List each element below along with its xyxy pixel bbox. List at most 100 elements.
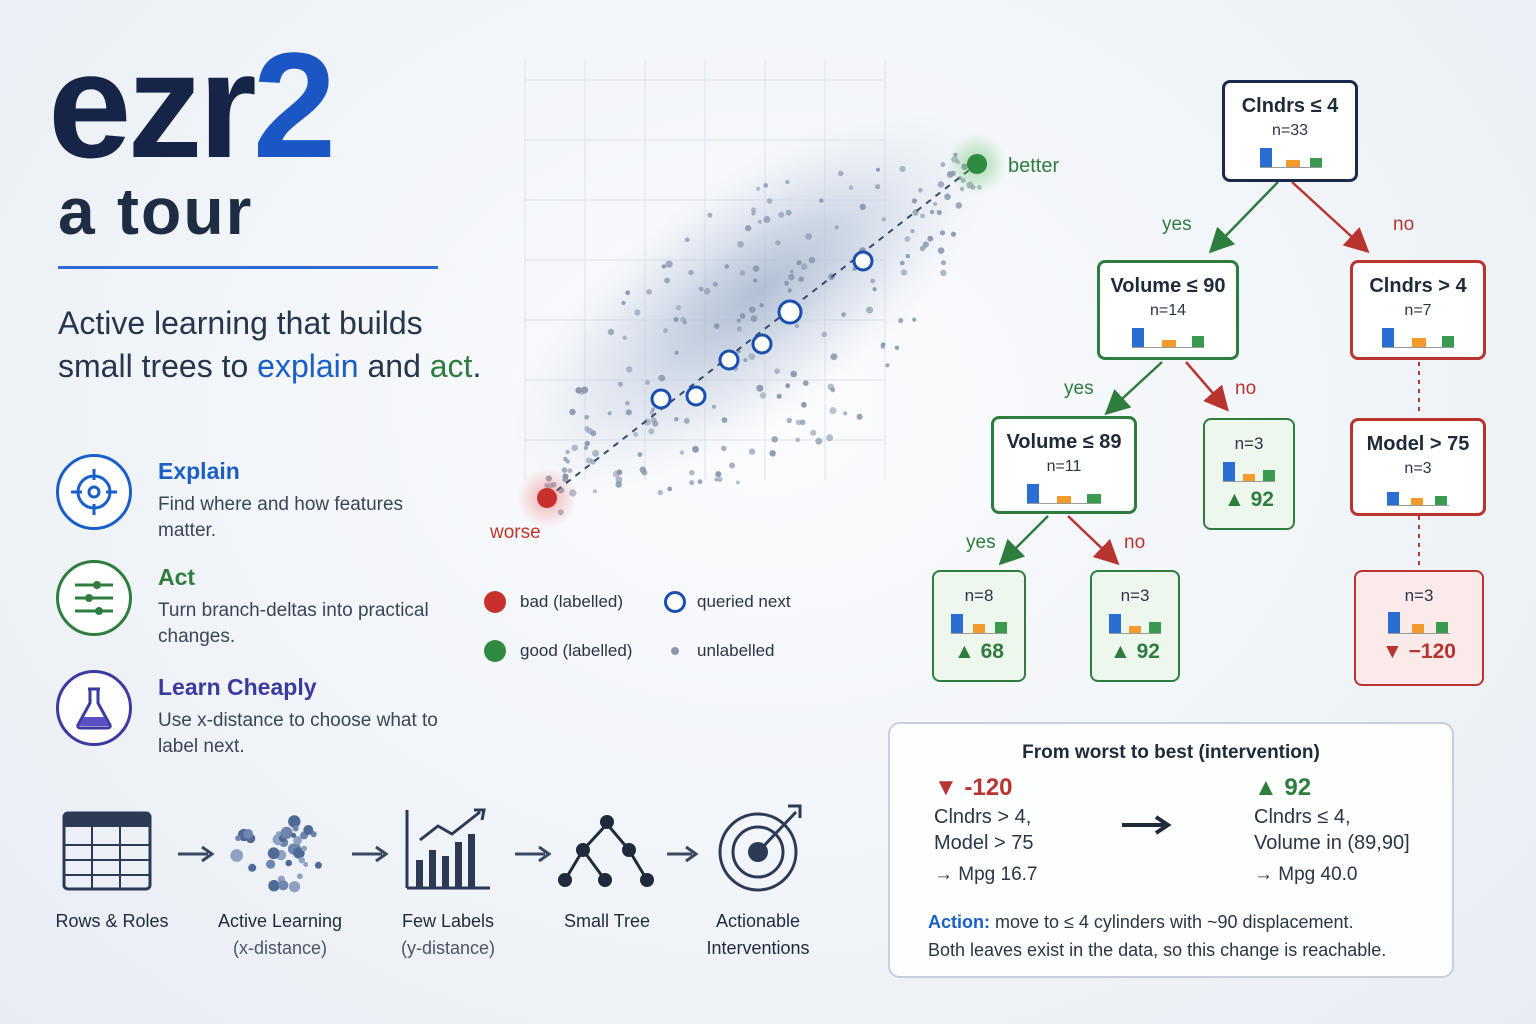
unlabelled-point	[565, 459, 570, 464]
unlabelled-point	[784, 280, 790, 286]
unlabelled-point	[911, 198, 917, 204]
unlabelled-point	[950, 231, 957, 237]
bar-chart-icon	[405, 808, 490, 890]
feature-title: Learn Cheaply	[158, 674, 317, 700]
unlabelled-point	[872, 287, 877, 292]
unlabelled-point	[848, 185, 854, 190]
unlabelled-point	[786, 417, 792, 424]
feature-desc: Find where and how features matter.	[158, 494, 404, 541]
unlabelled-point	[955, 202, 962, 209]
target-arrow-icon	[718, 804, 802, 892]
node-count: n=7	[1404, 302, 1432, 319]
unlabelled-point	[615, 476, 623, 483]
unlabelled-point	[937, 247, 945, 254]
node-condition: Clndrs > 4	[1369, 275, 1467, 297]
unlabelled-point	[940, 269, 947, 277]
unlabelled-point	[802, 380, 809, 386]
node-histogram	[1388, 612, 1450, 634]
node-histogram	[1260, 148, 1322, 168]
unlabelled-point	[769, 450, 776, 457]
unlabelled-point	[829, 407, 837, 415]
unlabelled-point	[665, 260, 673, 268]
unlabelled-point	[794, 323, 800, 329]
unlabelled-point	[664, 277, 670, 284]
arrow-right-icon	[178, 845, 215, 863]
queried-point	[718, 349, 740, 371]
unlabelled-point	[918, 187, 923, 193]
unlabelled-point	[697, 479, 703, 485]
unlabelled-point	[584, 440, 590, 447]
tree-node-clndrs-gt-4: Clndrs > 4 n=7	[1350, 260, 1486, 360]
queried-point	[777, 299, 803, 325]
node-condition: Model > 75	[1366, 433, 1470, 455]
edge-label-yes: yes	[1064, 378, 1094, 399]
unlabelled-point	[790, 370, 797, 378]
unlabelled-point	[615, 481, 622, 488]
pipeline-step-active-learning: Active Learning(x-distance)	[200, 908, 360, 962]
table-icon	[62, 811, 152, 891]
queried-point	[751, 333, 773, 355]
flask-icon	[56, 670, 132, 746]
unlabelled-point	[674, 417, 679, 422]
unlabelled-point	[898, 317, 904, 324]
unlabelled-point	[616, 469, 623, 476]
worst-cond-2: Model > 75	[934, 832, 1034, 854]
unlabelled-point	[776, 393, 782, 399]
unlabelled-point	[940, 162, 946, 167]
tree-node-volume-89: Volume ≤ 89 n=11	[991, 416, 1137, 514]
unlabelled-point	[749, 306, 756, 313]
queried-point	[685, 385, 707, 407]
unlabelled-point	[634, 309, 641, 316]
arrow-right-icon	[1122, 815, 1172, 835]
tree-leaf-92b: n=3 ▲ 92	[1090, 570, 1180, 682]
node-count: n=3	[1404, 586, 1434, 605]
unlabelled-point	[899, 165, 906, 173]
unlabelled-point	[625, 290, 631, 296]
unlabelled-point	[751, 207, 757, 213]
unlabelled-point	[771, 436, 778, 443]
app-title: ezr2	[48, 30, 336, 180]
unlabelled-point	[785, 179, 790, 185]
page-subtitle: a tour	[58, 174, 254, 248]
unlabelled-point	[607, 328, 615, 336]
arrow-right-icon	[515, 845, 552, 863]
unlabelled-point	[922, 241, 929, 248]
pipeline-step-label: Rows & Roles	[55, 911, 169, 931]
unlabelled-point	[756, 384, 764, 392]
unlabelled-point	[815, 437, 823, 445]
target-icon	[56, 454, 132, 530]
legend-bad-marker	[484, 591, 506, 613]
pipeline-step-sub: (y-distance)	[400, 938, 496, 958]
unlabelled-point	[830, 353, 838, 361]
sliders-icon	[56, 560, 132, 636]
node-count: n=3	[1404, 460, 1432, 477]
node-histogram	[1223, 462, 1275, 482]
embedding-scatter: better worse	[489, 60, 1059, 543]
unlabelled-point	[617, 381, 623, 387]
legend-queried-marker	[664, 591, 686, 613]
unlabelled-point	[748, 448, 756, 455]
unlabelled-point	[944, 193, 951, 201]
tree-leaf-68: n=8 ▲ 68	[932, 570, 1026, 682]
unlabelled-point	[713, 323, 720, 329]
legend-good-marker	[484, 640, 506, 662]
unlabelled-point	[674, 350, 679, 355]
tagline-part2: and	[358, 348, 430, 384]
unlabelled-point	[712, 281, 718, 287]
unlabelled-point	[625, 401, 630, 406]
unlabelled-point	[904, 236, 911, 242]
unlabelled-point	[626, 366, 633, 373]
unlabelled-point	[675, 305, 682, 311]
unlabelled-point	[940, 260, 947, 266]
unlabelled-point	[787, 288, 792, 293]
unlabelled-point	[763, 183, 768, 188]
bad-labelled-point	[537, 488, 557, 508]
node-histogram	[1387, 486, 1449, 506]
pipeline-step-sub: Interventions	[706, 938, 810, 958]
legend-unlabelled-marker	[671, 647, 679, 655]
tree-node-model-75: Model > 75 n=3	[1350, 418, 1486, 516]
action-note: Both leaves exist in the data, so this c…	[928, 940, 1387, 960]
title-accent-text: 2	[252, 21, 336, 189]
unlabelled-point	[567, 468, 573, 473]
